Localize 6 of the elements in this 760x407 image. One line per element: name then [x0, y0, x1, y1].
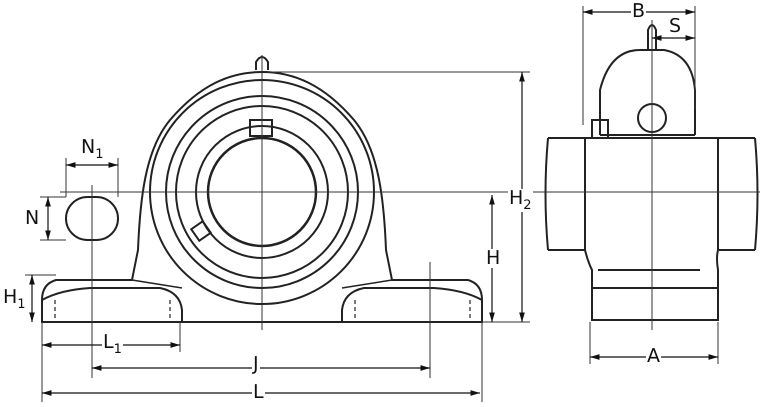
dimension-label: J — [252, 355, 260, 374]
dimension-label: L$_{1}$ — [102, 333, 123, 356]
dimension-label: H$_{2}$ — [508, 189, 533, 212]
dimension-label: H — [485, 249, 502, 268]
dimension-label: N$_{1}$ — [80, 138, 104, 161]
dimension-label: H$_{1}$ — [2, 288, 27, 311]
